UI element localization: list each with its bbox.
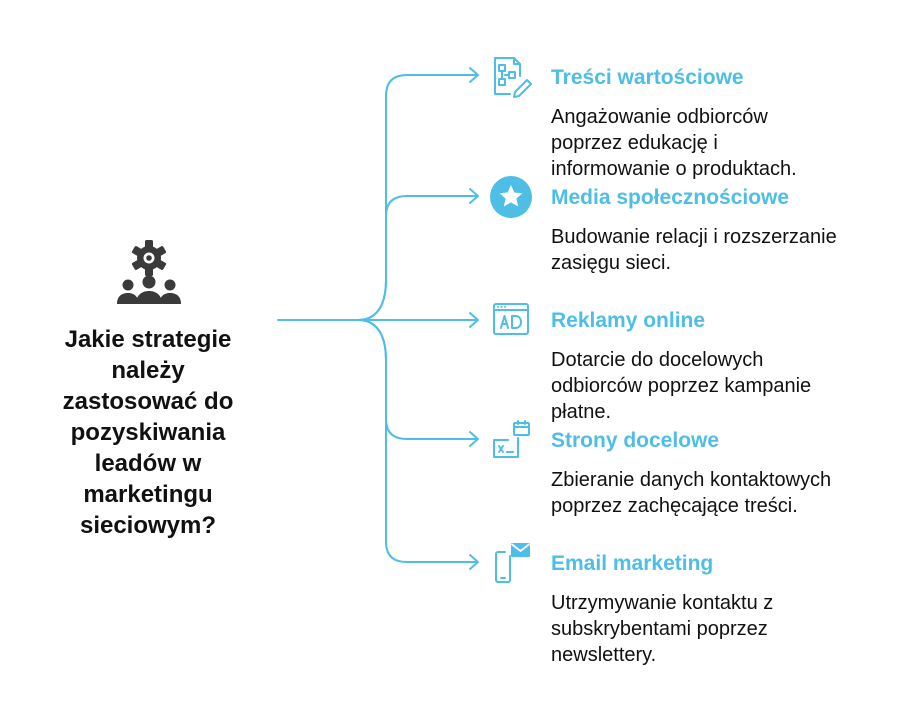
arrowhead-4: [469, 431, 479, 447]
branch-quality-content: Treści wartościowe Angażowanie odbiorców…: [488, 54, 898, 184]
branch-description: Budowanie relacji i rozszerzanie zasięgu…: [551, 226, 837, 274]
branch-title: Media społecznościowe: [551, 186, 790, 209]
arrowhead-2: [469, 188, 479, 204]
central-question: Jakie strategie należy zastosować do poz…: [62, 326, 234, 539]
branch-landing-pages: Strony docelowe Zbieranie danych kontakt…: [488, 417, 898, 517]
landing-page-icon: [493, 420, 530, 458]
branch-online-ads: Reklamy online Dotarcie do docelowych od…: [488, 297, 898, 427]
connector-branch-1: [357, 74, 478, 321]
branch-description: Angażowanie odbiorców poprzez edukację i…: [551, 106, 797, 180]
branch-title: Reklamy online: [551, 309, 706, 332]
branch-title: Treści wartościowe: [551, 66, 744, 89]
branch-social-media: Media społecznościowe Budowanie relacji …: [488, 174, 898, 274]
connector-branch-5: [357, 319, 478, 563]
mobile-mail-icon: [495, 543, 531, 583]
content-edit-icon: [494, 57, 532, 98]
branch-title: Strony docelowe: [551, 429, 720, 452]
gear-people-icon: [117, 240, 181, 304]
branch-description: Dotarcie do docelowych odbiorców poprzez…: [551, 349, 812, 423]
branch-title: Email marketing: [551, 552, 714, 575]
arrowhead-3: [469, 312, 479, 328]
connector-branch-4: [357, 319, 478, 440]
branch-description: Utrzymywanie kontaktu z subskrybentami p…: [551, 592, 774, 666]
ad-window-icon: [493, 303, 529, 335]
branch-email-marketing: Email marketing Utrzymywanie kontaktu z …: [488, 540, 898, 670]
arrowhead-1: [469, 67, 479, 83]
connector-branch-2: [357, 195, 478, 321]
branch-description: Zbieranie danych kontaktowych poprzez za…: [551, 469, 832, 517]
star-badge-icon: [490, 176, 532, 218]
arrowhead-5: [469, 554, 479, 570]
